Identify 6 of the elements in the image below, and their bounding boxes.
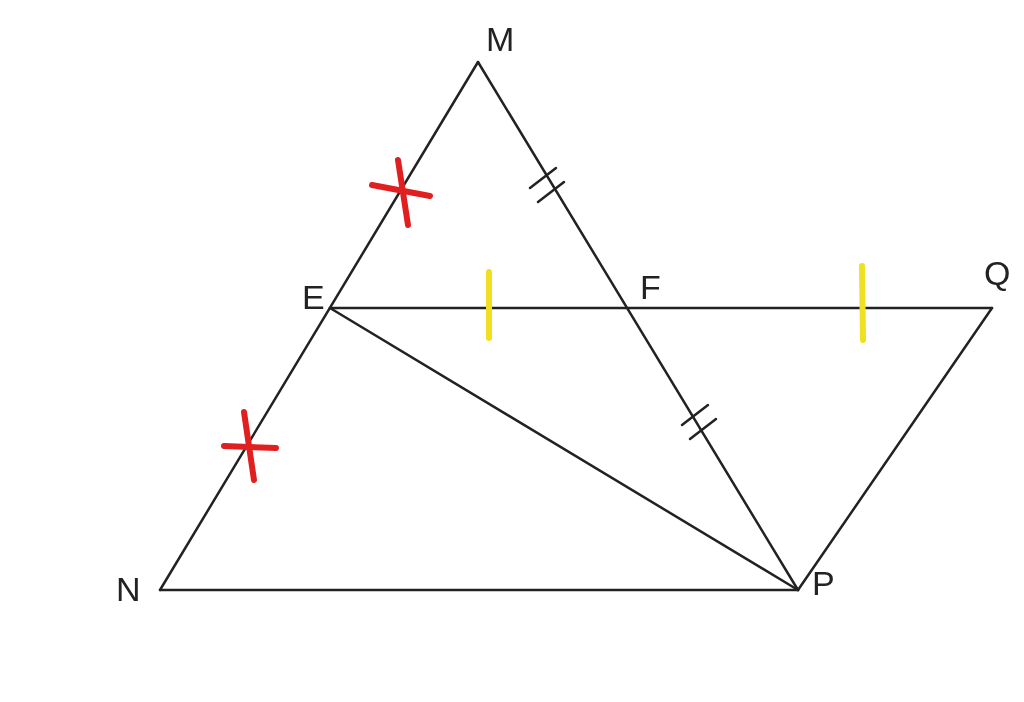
- point-label: N: [116, 572, 141, 606]
- point-label: P: [812, 566, 835, 600]
- point-label: Q: [984, 256, 1011, 290]
- point-label: M: [486, 22, 515, 56]
- point-label: F: [640, 270, 661, 304]
- point-label: E: [302, 280, 325, 314]
